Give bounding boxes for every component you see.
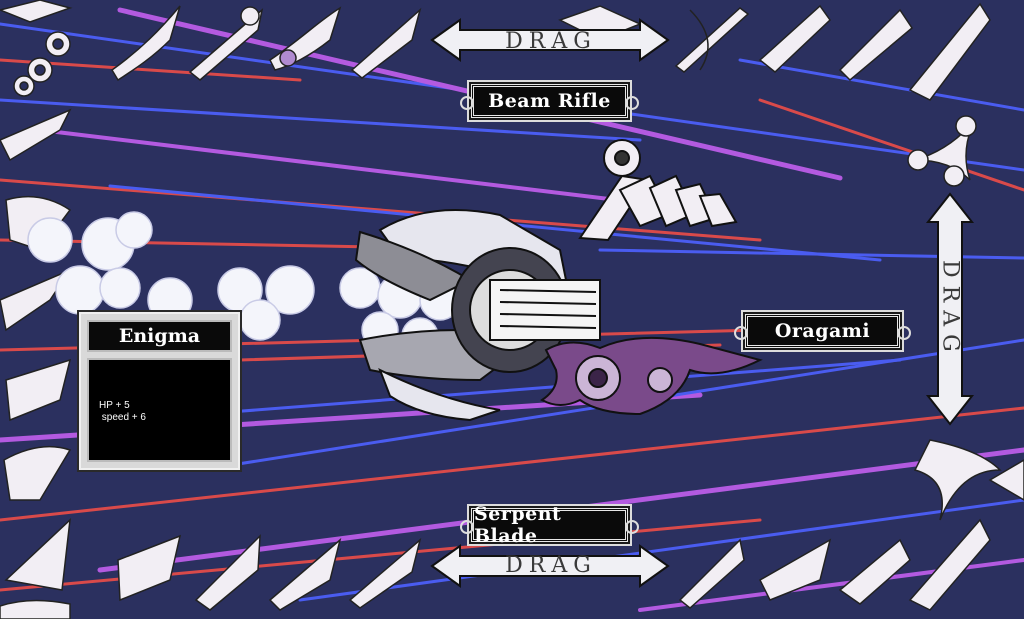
staff-part-icon[interactable] [188,8,264,81]
streak [758,98,1024,192]
arrowhead-icon[interactable] [4,518,71,591]
shuriken-part-icon[interactable] [838,538,911,605]
rifle-part-icon[interactable] [758,4,831,73]
bow-part-icon[interactable] [117,534,182,602]
crossbow-string-icon [689,9,709,71]
mace-head-icon[interactable] [240,6,260,26]
streak [0,406,1024,522]
drag-hint-right-text: DRAG [937,260,963,360]
drag-arrow-bottom-icon[interactable] [430,544,670,588]
top-weapon-slot-label[interactable]: Beam Rifle [460,84,639,118]
fin-part-icon[interactable] [5,358,72,422]
stat-speed: speed + 6 [99,412,146,423]
serpent-blade-weapon[interactable] [540,336,763,416]
orb-icon[interactable] [279,49,297,67]
spike-part-icon[interactable] [988,459,1024,501]
whip-part-icon[interactable] [348,537,422,609]
ship-hull[interactable] [354,209,601,422]
blade-part-icon[interactable] [111,5,181,82]
drag-hint-bottom: DRAG [505,552,597,578]
beast-part-icon[interactable] [3,445,72,501]
weapon-part-icon[interactable] [0,0,73,23]
bottom-weapon-slot-label[interactable]: Serpent Blade [460,503,639,547]
stat-hp: HP + 5 [99,400,130,411]
streak [0,98,642,142]
weapon-info-title: Enigma [87,320,232,352]
scimitar-icon[interactable] [194,534,261,611]
cannon-part-icon[interactable] [838,8,913,82]
lance-part-icon[interactable] [268,537,342,611]
crossbow-icon[interactable] [674,7,750,73]
streak [738,58,1024,112]
horn-part-icon[interactable] [0,268,73,332]
chain-part-icon[interactable] [0,599,71,619]
beam-rifle-weapon[interactable] [578,139,738,242]
needle-part-icon[interactable] [678,538,745,609]
tri-orb-part-icon[interactable] [907,115,977,187]
drag-hint-right: DRAG [925,200,975,420]
launcher-part-icon[interactable] [908,2,991,101]
drag-arrow-right-icon[interactable] [925,192,975,426]
streak [0,178,762,242]
dagger-part-icon[interactable] [350,7,422,79]
right-weapon-slot-label[interactable]: Oragami [734,314,911,348]
ring-part-icon[interactable] [13,31,71,97]
weapon-stats-box: HP + 5 speed + 6 [87,358,232,462]
weapon-info-panel[interactable]: Enigma HP + 5 speed + 6 [79,312,240,470]
axe-head-icon[interactable] [913,439,1002,521]
streak [38,128,702,212]
serrated-blade-icon[interactable] [0,108,72,162]
streak [298,498,1024,602]
crossbow-part-icon[interactable] [908,518,991,611]
drag-arrow-top-icon[interactable] [430,18,670,62]
drag-hint-top: DRAG [505,28,597,54]
saw-part-icon[interactable] [759,538,832,601]
